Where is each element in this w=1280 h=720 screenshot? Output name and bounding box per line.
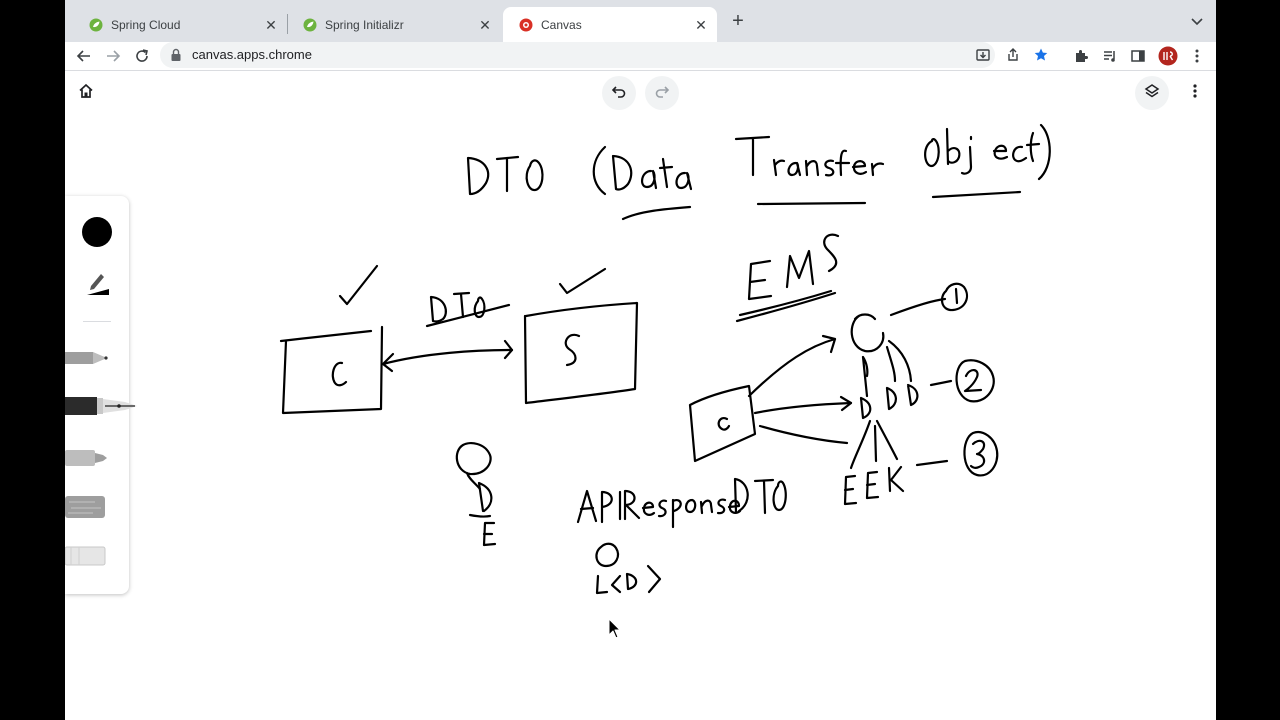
side-panel-icon[interactable] xyxy=(1128,46,1148,66)
home-icon xyxy=(78,83,94,104)
pen-tool-icon[interactable] xyxy=(65,394,137,423)
extensions-icon[interactable] xyxy=(1071,46,1091,66)
back-icon[interactable] xyxy=(74,46,94,66)
url-text: canvas.apps.chrome xyxy=(192,47,312,62)
browser-toolbar: canvas.apps.chrome xyxy=(65,42,1216,70)
drawing-canvas[interactable] xyxy=(65,71,1216,720)
title-handwriting xyxy=(466,123,1051,221)
more-options-button[interactable] xyxy=(1178,76,1212,110)
marker-tool-icon[interactable] xyxy=(65,446,110,475)
more-vert-icon xyxy=(1187,83,1203,104)
client-box xyxy=(279,264,384,415)
redo-icon xyxy=(654,83,670,104)
tab-canvas[interactable]: Canvas ✕ xyxy=(503,7,717,42)
bookmark-star-icon[interactable] xyxy=(1031,45,1051,65)
stroke-width-icon[interactable] xyxy=(83,269,111,302)
hierarchy-sketch xyxy=(688,282,999,506)
profile-avatar[interactable] xyxy=(1158,46,1178,66)
forward-icon[interactable] xyxy=(103,46,123,66)
cde-sketch xyxy=(455,442,497,547)
browser-window: Spring Cloud ✕ Spring Initializr ✕ Canva… xyxy=(65,0,1216,720)
undo-icon xyxy=(611,83,627,104)
tab-title: Spring Initializr xyxy=(325,17,404,32)
pencil-tool-icon[interactable] xyxy=(65,346,110,375)
close-tab-icon[interactable]: ✕ xyxy=(695,16,707,33)
share-icon[interactable] xyxy=(1003,45,1023,65)
tab-strip: Spring Cloud ✕ Spring Initializr ✕ Canva… xyxy=(65,0,1216,42)
toolbar-divider xyxy=(65,70,1216,71)
address-bar[interactable]: canvas.apps.chrome xyxy=(160,42,1048,68)
mouse-cursor xyxy=(608,618,621,639)
dto-arrow xyxy=(381,291,514,373)
reload-icon[interactable] xyxy=(132,46,152,66)
spring-leaf-icon xyxy=(89,18,103,32)
install-app-icon[interactable] xyxy=(973,45,993,65)
chalk-tool-icon[interactable] xyxy=(65,494,110,525)
eraser-tool-icon[interactable] xyxy=(65,544,110,573)
api-response-handwriting xyxy=(576,477,787,529)
tool-divider xyxy=(83,321,111,322)
tab-spring-cloud[interactable]: Spring Cloud ✕ xyxy=(73,7,287,42)
tab-title: Spring Cloud xyxy=(111,17,181,32)
tab-search-icon[interactable] xyxy=(1189,13,1205,29)
tab-spring-initializr[interactable]: Spring Initializr ✕ xyxy=(287,7,501,42)
layers-icon xyxy=(1144,83,1160,104)
chrome-menu-icon[interactable] xyxy=(1187,46,1207,66)
new-tab-button[interactable]: + xyxy=(732,10,744,32)
list-dto-handwriting xyxy=(595,542,662,595)
tab-separator xyxy=(287,14,288,34)
redo-button[interactable] xyxy=(645,76,679,110)
layers-button[interactable] xyxy=(1135,76,1169,110)
lock-icon[interactable] xyxy=(170,48,182,67)
tab-title: Canvas xyxy=(541,17,582,32)
service-box xyxy=(523,267,639,405)
canvas-logo-icon xyxy=(519,18,533,32)
tool-panel xyxy=(65,196,137,594)
close-tab-icon[interactable]: ✕ xyxy=(479,16,491,33)
undo-button[interactable] xyxy=(602,76,636,110)
home-button[interactable] xyxy=(69,76,103,110)
spring-leaf-icon xyxy=(303,18,317,32)
close-tab-icon[interactable]: ✕ xyxy=(265,16,277,33)
color-swatch-black[interactable] xyxy=(82,217,112,247)
ems-handwriting xyxy=(735,233,840,323)
media-controls-icon[interactable] xyxy=(1100,46,1120,66)
